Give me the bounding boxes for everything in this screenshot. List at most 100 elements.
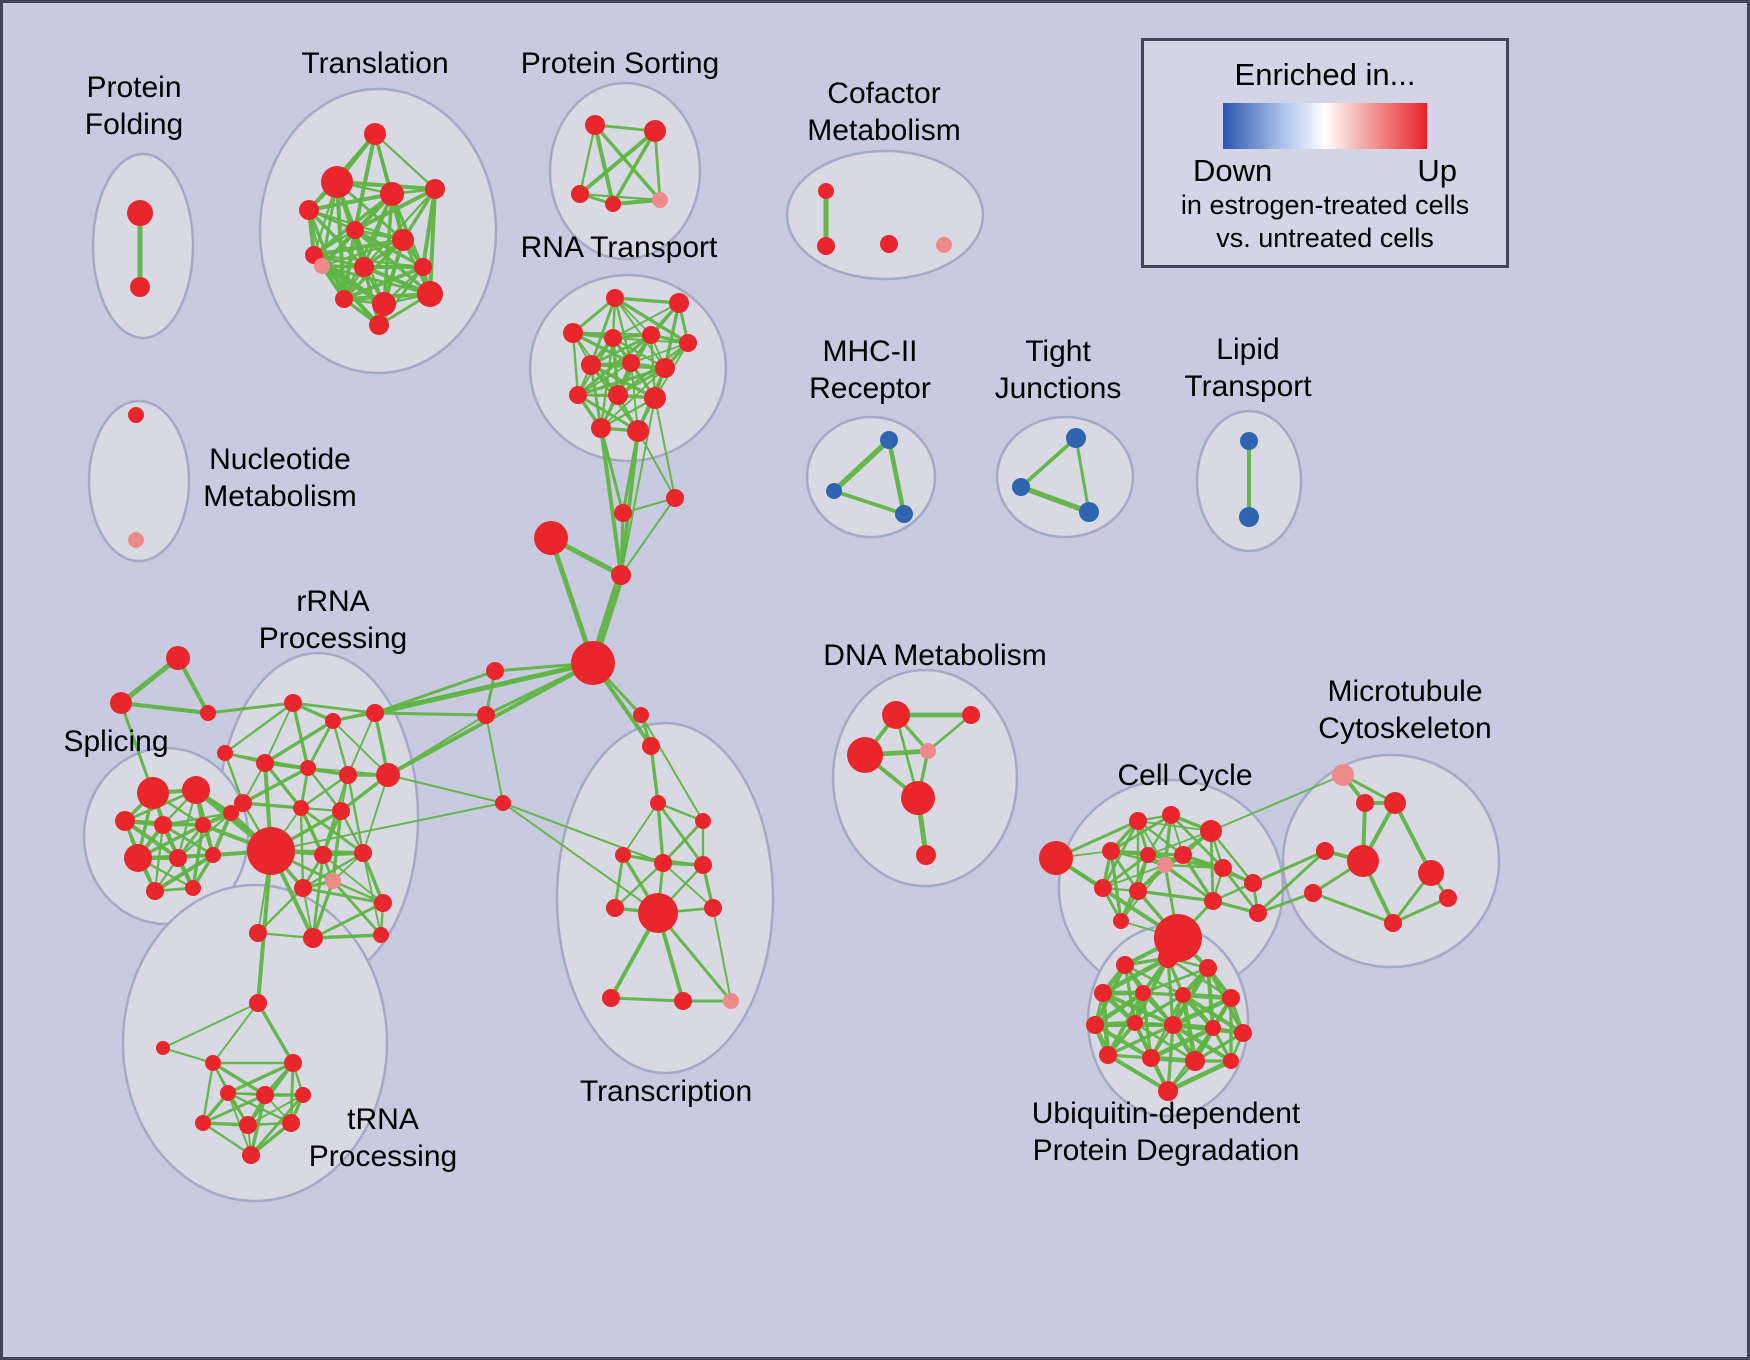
network-node [249, 924, 267, 942]
cluster-ellipse-mhc-ii-receptor [805, 415, 937, 539]
network-edge [201, 1121, 253, 1157]
network-node [666, 489, 684, 507]
network-node [369, 315, 389, 335]
network-edge [712, 907, 732, 1002]
network-node [614, 504, 632, 522]
network-node [417, 281, 443, 307]
network-edge [589, 296, 617, 367]
network-node [372, 292, 396, 316]
network-edge [1109, 849, 1123, 923]
network-edge [619, 429, 640, 577]
network-node [882, 701, 910, 729]
network-node [1158, 948, 1178, 968]
network-edge [347, 712, 376, 776]
network-node [156, 1041, 170, 1055]
network-edge [306, 191, 395, 213]
network-node [1099, 1046, 1117, 1064]
network-edge [1123, 963, 1185, 997]
network-node [534, 521, 568, 555]
network-node [1158, 1081, 1178, 1101]
network-edge [331, 719, 350, 777]
network-edge [176, 811, 233, 860]
network-node [137, 777, 169, 809]
network-edge [311, 879, 335, 940]
network-edge [1180, 992, 1246, 1036]
network-node [339, 766, 357, 784]
network-node [1142, 1049, 1160, 1067]
network-node [602, 989, 620, 1007]
network-node [1384, 792, 1406, 814]
network-node [627, 420, 649, 442]
network-edge [654, 397, 676, 499]
cluster-ellipse-nucleotide-metabolism [87, 399, 191, 563]
network-node [234, 794, 252, 812]
network-node [818, 183, 834, 199]
network-node [962, 706, 980, 724]
network-node [826, 483, 842, 499]
network-node [1164, 1016, 1182, 1034]
network-node [1204, 892, 1222, 910]
network-node [205, 1055, 221, 1071]
network-edge [291, 701, 310, 770]
network-node [299, 200, 319, 220]
network-node [606, 899, 624, 917]
network-node [1127, 1015, 1143, 1031]
legend-title: Enriched in... [1234, 57, 1416, 92]
network-node [1113, 913, 1129, 929]
network-edge [661, 819, 705, 865]
network-edge [346, 773, 365, 855]
network-edge [613, 861, 665, 910]
legend-up-label: Up [1417, 153, 1457, 188]
network-edge [387, 714, 487, 776]
network-edge [886, 437, 907, 517]
network-edge [162, 1002, 259, 1049]
network-edge [1147, 830, 1212, 856]
network-edge [247, 1094, 304, 1126]
network-edge [578, 123, 597, 196]
network-node [1332, 764, 1354, 786]
network-node [239, 1116, 257, 1134]
network-edge [226, 1091, 293, 1125]
network-node [200, 705, 216, 721]
network-node [374, 894, 392, 912]
network-node [146, 882, 164, 900]
network-node [901, 781, 935, 815]
network-edge [306, 766, 343, 813]
network-node [354, 257, 374, 277]
network-node [638, 893, 678, 933]
network-node [314, 846, 332, 864]
network-edge [387, 774, 504, 804]
network-node [1129, 882, 1147, 900]
network-node [303, 928, 323, 948]
network-node [495, 795, 511, 811]
network-node [1304, 884, 1322, 902]
network-node [652, 192, 668, 208]
network-edge [637, 430, 676, 499]
network-node [1086, 1016, 1104, 1034]
network-node [195, 817, 211, 833]
network-node [1205, 1020, 1221, 1036]
cluster-ellipse-cofactor-metabolism [785, 149, 985, 281]
network-edge [311, 901, 385, 940]
network-edge [656, 801, 705, 823]
legend: Enriched in... Down Up in estrogen-treat… [1141, 38, 1509, 268]
network-edge [1256, 849, 1327, 915]
network-node [674, 992, 692, 1010]
network-node [332, 802, 350, 820]
legend-gradient-bar [1223, 103, 1427, 149]
network-node [477, 706, 495, 724]
network-node [650, 795, 666, 811]
network-node [425, 179, 445, 199]
network-edge [223, 701, 295, 755]
network-edge [1148, 1025, 1216, 1061]
network-node [1066, 428, 1086, 448]
network-edge [201, 1093, 267, 1125]
network-edge [1256, 891, 1315, 915]
network-edge [353, 228, 432, 296]
network-node [880, 431, 898, 449]
network-edge [201, 1061, 215, 1125]
network-node [1079, 502, 1099, 522]
network-edge [331, 879, 385, 905]
network-edge [362, 852, 382, 936]
network-edge [1391, 896, 1450, 925]
